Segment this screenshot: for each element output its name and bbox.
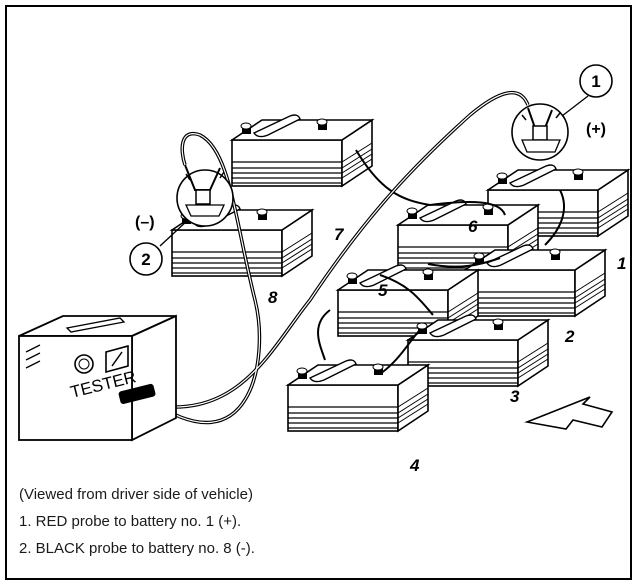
battery-3 (408, 315, 548, 386)
direction-arrow (527, 397, 612, 429)
battery-number-6: 6 (468, 217, 478, 236)
callout-1-sign: (+) (586, 121, 606, 138)
battery-number-5: 5 (378, 281, 388, 300)
tester-box: TESTER (19, 316, 176, 440)
battery-7 (232, 115, 372, 186)
battery-4 (288, 360, 428, 431)
battery-2 (465, 245, 605, 316)
callout-1-number: 1 (591, 72, 600, 91)
battery-number-4: 4 (409, 456, 420, 475)
battery-number-1: 1 (617, 254, 626, 273)
callout-1: 1 (+) (562, 65, 612, 138)
battery-number-2: 2 (564, 327, 575, 346)
callout-2-number: 2 (141, 250, 150, 269)
caption-step-2: 2. BLACK probe to battery no. 8 (-). (19, 540, 255, 557)
battery-number-3: 3 (510, 387, 520, 406)
red-probe-clip (512, 104, 568, 160)
caption-step-1: 1. RED probe to battery no. 1 (+). (19, 513, 241, 530)
caption-view-note: (Viewed from driver side of vehicle) (19, 486, 253, 503)
battery-number-7: 7 (334, 225, 345, 244)
callout-2-sign: (–) (135, 214, 155, 231)
battery-number-8: 8 (268, 288, 278, 307)
